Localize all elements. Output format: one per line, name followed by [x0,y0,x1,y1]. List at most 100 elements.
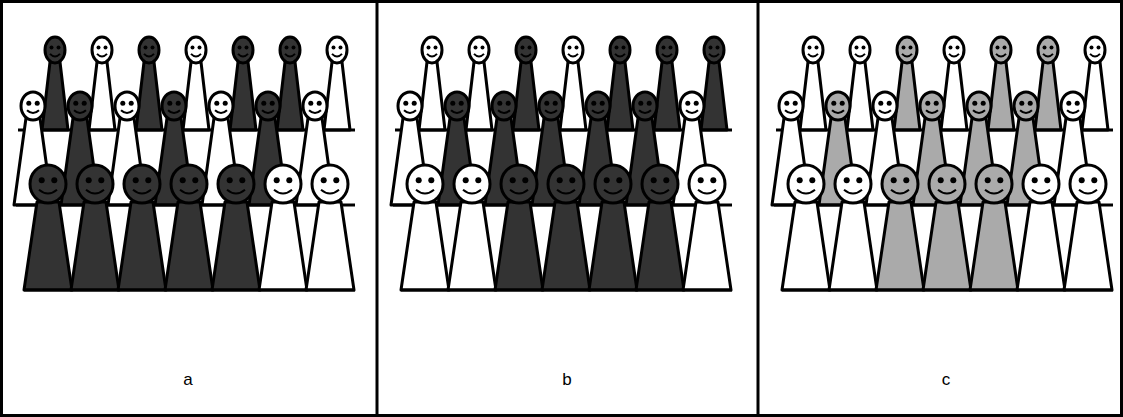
person-eye [192,177,198,183]
person-body [401,202,449,290]
person-eye [86,177,92,183]
person-head [788,165,824,203]
person-head [835,165,871,203]
person-eye [909,45,913,49]
person-smile [39,190,57,194]
person-eye [506,101,511,106]
person-smile [545,110,557,113]
person-head [1014,92,1038,120]
person-head [920,92,944,120]
person-head [469,37,489,63]
person-eye [427,45,431,49]
person-head [92,37,112,63]
person-body [923,202,971,290]
person-eye [434,45,438,49]
person-body [277,62,303,130]
person-head [826,92,850,120]
person-head [124,165,160,203]
person-body [847,62,873,130]
person-eye [214,101,219,106]
person-eye [808,45,812,49]
person-smile [568,54,578,57]
person-eye [1097,45,1101,49]
person-eye [709,45,713,49]
person-eye [82,101,87,106]
person-head [516,37,536,63]
person-eye [553,101,558,106]
person-eye [474,45,478,49]
person-head [779,92,803,120]
person-head [171,165,207,203]
person-head [586,92,610,120]
person-head [929,165,965,203]
person-eye [145,177,151,183]
row-baseline [401,289,732,292]
person-smile [521,54,531,57]
person-head [407,165,443,203]
panel-label: a [183,370,192,390]
person-head [610,37,630,63]
person-eye [591,101,596,106]
person-body [71,202,119,290]
person-body [683,202,731,290]
person-eye [985,177,991,183]
person-eye [97,45,101,49]
person-eye [497,101,502,106]
person-eye [815,45,819,49]
person-eye [1091,177,1097,183]
person-head [68,92,92,120]
person-smile [463,190,481,194]
row-baseline [776,129,1113,132]
person-eye [694,101,699,106]
person-head [1070,165,1106,203]
person-eye [891,177,897,183]
person-body [24,202,72,290]
person-eye [339,45,343,49]
person-eye [459,101,464,106]
person-eye [198,45,202,49]
person-eye [956,45,960,49]
person-head [1085,37,1105,63]
person-eye [669,45,673,49]
person-smile [97,54,107,57]
person-eye [809,177,815,183]
person-eye [261,101,266,106]
person-smile [474,54,484,57]
person-smile [274,190,292,194]
person-smile [615,54,625,57]
person-head [312,165,348,203]
person-smile [973,110,985,113]
person-eye [133,177,139,183]
person-smile [949,54,959,57]
person-body [542,202,590,290]
person-eye [662,45,666,49]
person-body [988,62,1014,130]
person-smile [498,110,510,113]
person-eye [793,101,798,106]
person-head [1061,92,1085,120]
person-eye [903,177,909,183]
person-eye [475,177,481,183]
person-eye [35,101,40,106]
person-body [589,202,637,290]
person-head [657,37,677,63]
person-eye [333,177,339,183]
person-head [873,92,897,120]
person-eye [934,101,939,106]
person-eye [144,45,148,49]
person-body [607,62,633,130]
person-eye [638,101,643,106]
person-head [233,37,253,63]
person-eye [292,45,296,49]
person-eye [797,177,803,183]
person-smile [74,110,86,113]
person-eye [332,45,336,49]
person-eye [615,45,619,49]
person-eye [887,101,892,106]
person-eye [1003,45,1007,49]
person-head [563,37,583,63]
person-head [501,165,537,203]
person-eye [1079,177,1085,183]
person-smile [1079,190,1097,194]
person-smile [902,54,912,57]
